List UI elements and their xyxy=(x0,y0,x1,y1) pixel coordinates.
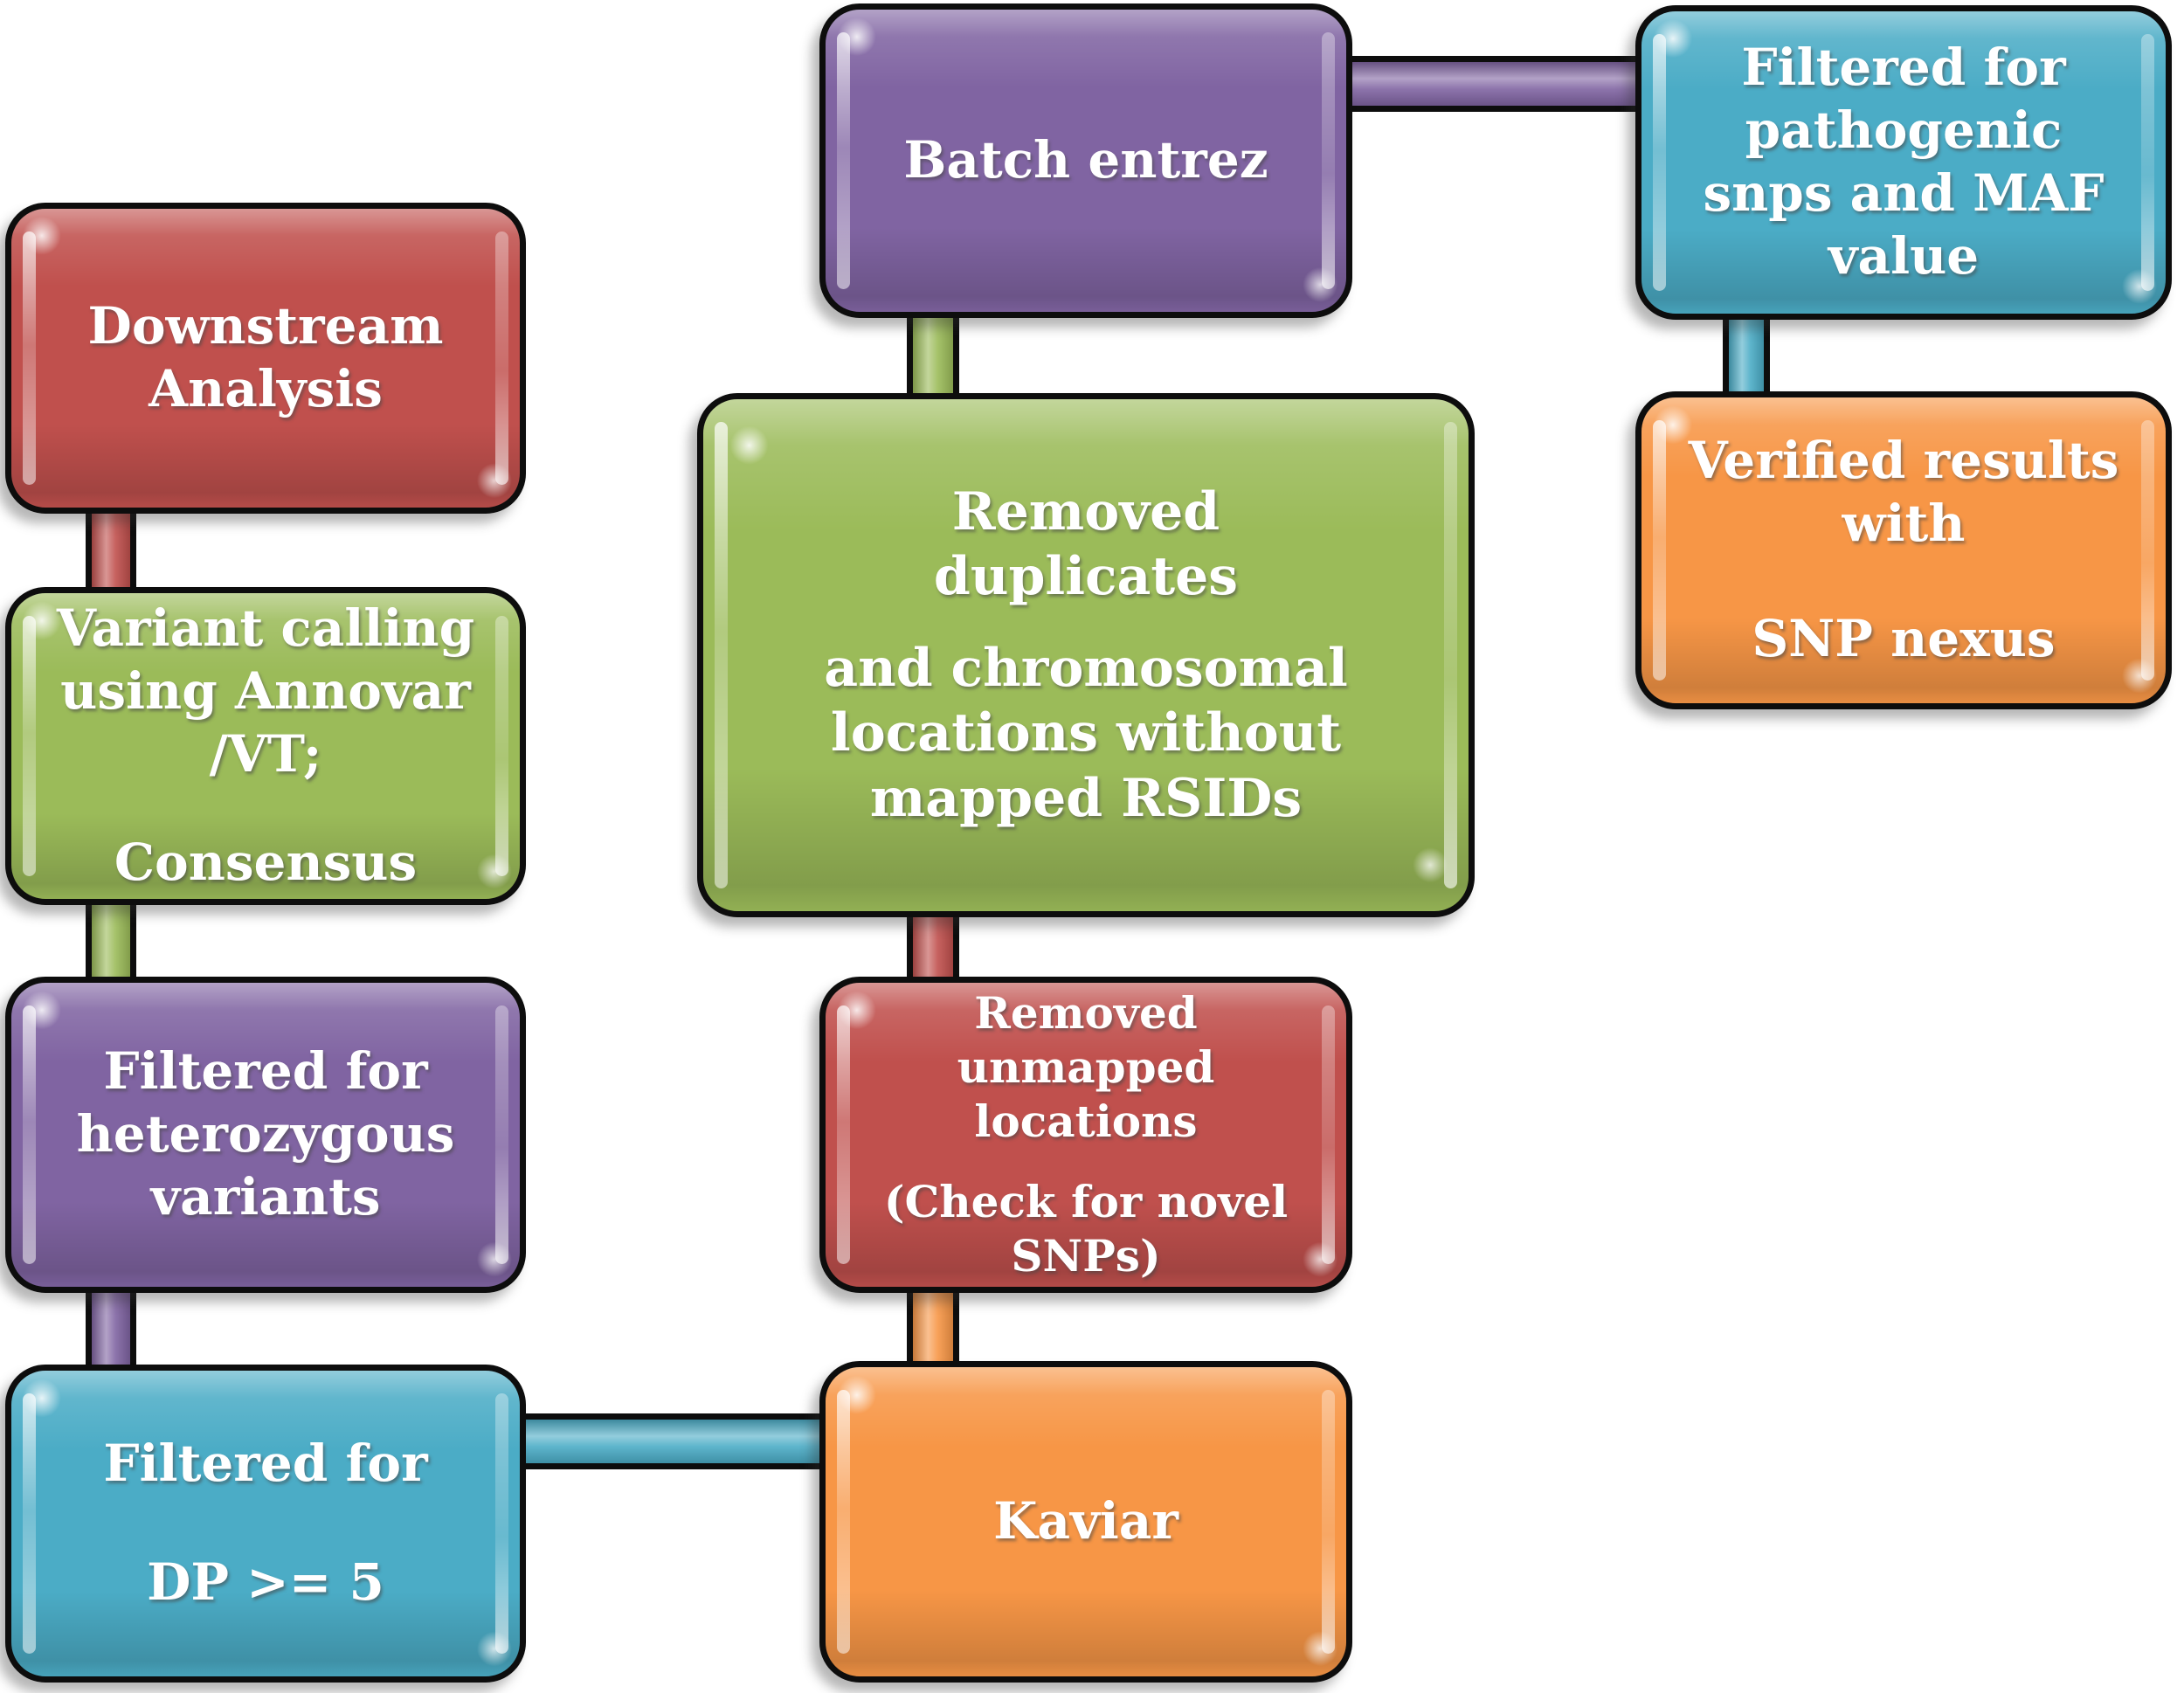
node-text-line1: Batch entrez xyxy=(903,130,1268,190)
node-removed-unmapped: Removed unmapped locations (Check for no… xyxy=(819,977,1352,1293)
node-batch-entrez: Batch entrez xyxy=(819,3,1352,318)
node-filtered-pathogenic: Filtered for pathogenic snps and MAF val… xyxy=(1635,5,2172,320)
node-text-line1: Filtered for pathogenic snps and MAF val… xyxy=(1703,38,2105,286)
node-text-line1: Downstream Analysis xyxy=(87,296,444,418)
node-label: Variant calling using Annovar /VT; Conse… xyxy=(11,598,520,895)
node-verified-snp-nexus: Verified results with SNP nexus xyxy=(1635,391,2172,709)
node-filtered-dp: Filtered for DP >= 5 xyxy=(5,1365,526,1683)
connector-batch-to-pathogenic xyxy=(1310,56,1677,112)
node-label: Filtered for heterozygous variants xyxy=(11,1040,520,1229)
node-variant-calling: Variant calling using Annovar /VT; Conse… xyxy=(5,587,526,905)
node-text-line2: (Check for novel SNPs) xyxy=(883,1176,1289,1282)
node-label: Removed duplicates and chromosomal locat… xyxy=(703,480,1469,831)
node-text-line1: Variant calling using Annovar /VT; xyxy=(56,598,475,784)
node-label: Removed unmapped locations (Check for no… xyxy=(826,986,1346,1283)
node-removed-duplicates: Removed duplicates and chromosomal locat… xyxy=(697,393,1475,917)
node-text-line1: Removed unmapped locations xyxy=(957,987,1215,1147)
node-label: Kaviar xyxy=(826,1490,1346,1553)
connector-dp-to-kaviar xyxy=(489,1413,865,1469)
node-text-line2: and chromosomal locations without mapped… xyxy=(824,637,1348,829)
node-kaviar: Kaviar xyxy=(819,1361,1352,1683)
node-label: Downstream Analysis xyxy=(11,295,520,421)
node-label: Verified results with SNP nexus xyxy=(1641,430,2166,671)
node-label: Batch entrez xyxy=(826,129,1346,192)
node-downstream-analysis: Downstream Analysis xyxy=(5,203,526,514)
node-text-line1: Verified results with xyxy=(1688,431,2119,554)
node-text-line2: DP >= 5 xyxy=(147,1552,384,1612)
node-text-line1: Kaviar xyxy=(993,1491,1178,1551)
node-text-line2: Consensus xyxy=(114,832,418,892)
node-label: Filtered for pathogenic snps and MAF val… xyxy=(1641,37,2166,288)
node-filtered-heterozygous: Filtered for heterozygous variants xyxy=(5,977,526,1293)
node-label: Filtered for DP >= 5 xyxy=(11,1433,520,1614)
node-text-line1: Filtered for heterozygous variants xyxy=(76,1041,455,1227)
node-text-line1: Filtered for xyxy=(103,1434,428,1494)
node-text-line1: Removed duplicates xyxy=(933,481,1239,608)
node-text-line2: SNP nexus xyxy=(1752,608,2056,668)
